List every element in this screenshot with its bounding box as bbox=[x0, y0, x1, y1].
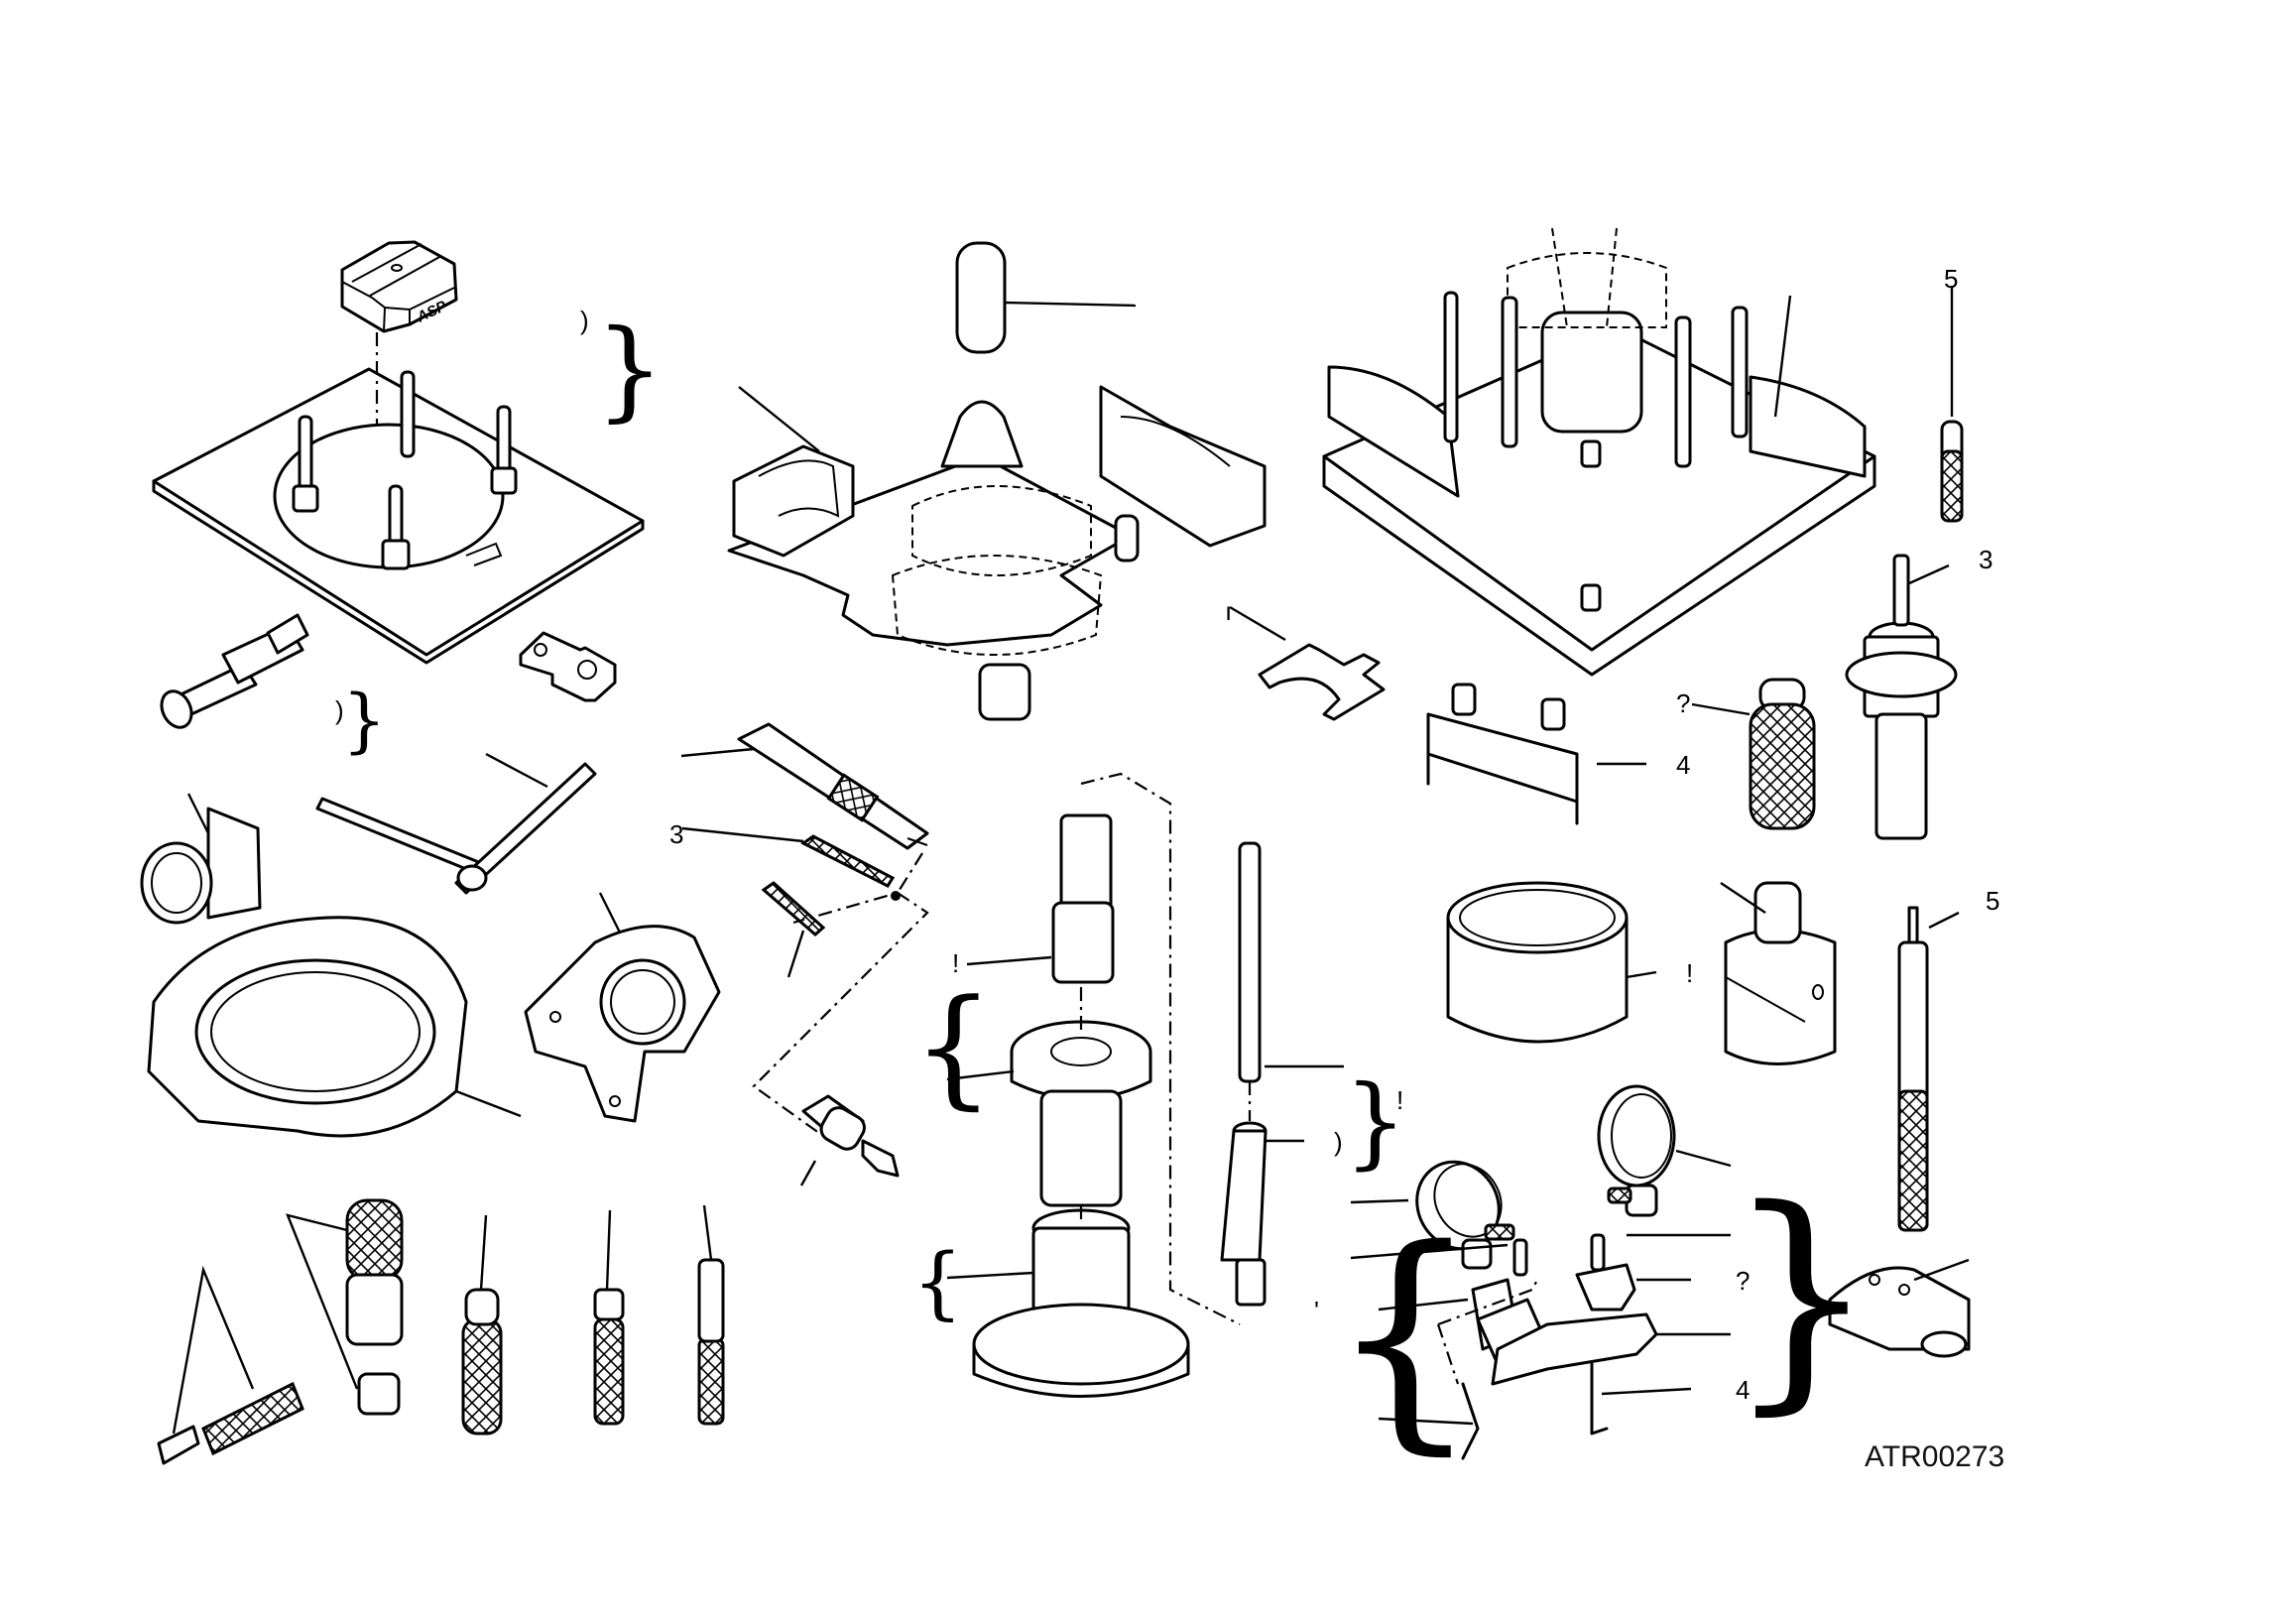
threaded-pin-lower bbox=[761, 881, 826, 936]
gauge-support-bar bbox=[1461, 1233, 1658, 1460]
callout-c14: ) bbox=[1334, 1127, 1343, 1157]
callout-c10: ! bbox=[1686, 958, 1693, 988]
callout-c1: ) bbox=[580, 306, 589, 335]
drawing-reference-code: ATR00273 bbox=[1865, 1440, 2005, 1473]
brace-gauge-right: } bbox=[1726, 1158, 1877, 1436]
callout-c7: 4 bbox=[1676, 750, 1690, 780]
piston-stop bbox=[1845, 554, 1958, 840]
sprocket-holder-plate bbox=[524, 925, 721, 1123]
pin-punch bbox=[1897, 906, 1929, 1232]
bushing-driver-stack bbox=[972, 813, 1190, 1398]
crankcase-support-fixture bbox=[727, 241, 1267, 721]
callout-c16: ! bbox=[1396, 1085, 1403, 1115]
callout-c13: ' bbox=[1314, 1296, 1319, 1325]
u-fork-plate bbox=[1258, 643, 1386, 721]
asp-block: ASP bbox=[340, 240, 458, 333]
callout-c9: 5 bbox=[1944, 264, 1958, 294]
bolt-puller bbox=[1724, 881, 1837, 1065]
clutch-ring-holder bbox=[147, 916, 468, 1138]
dial-gauge-right bbox=[1597, 1084, 1676, 1217]
callout-c2: ) bbox=[335, 695, 344, 725]
camshaft-bracket bbox=[1426, 683, 1579, 825]
callout-c4: ı bbox=[1225, 596, 1232, 626]
dial-gauge-left bbox=[1415, 1160, 1515, 1270]
guide-rod bbox=[1238, 841, 1262, 1083]
socket-tool bbox=[140, 807, 262, 925]
brace-guide-rod: } bbox=[1344, 1063, 1407, 1180]
tapered-drift bbox=[1220, 1121, 1268, 1307]
base-plate bbox=[152, 367, 645, 665]
brace-gauge-left: { bbox=[1329, 1197, 1481, 1475]
threaded-pin-small bbox=[1940, 420, 1964, 523]
t-handle-puller bbox=[801, 1094, 900, 1178]
callout-c6: ? bbox=[1676, 688, 1690, 718]
brace-adapter: } bbox=[342, 680, 387, 761]
index-plate bbox=[519, 631, 617, 702]
t-wrench bbox=[315, 762, 597, 895]
brace-driver-bottom: { bbox=[912, 1236, 963, 1328]
callout-c12: 4 bbox=[1736, 1375, 1750, 1405]
adapter-pin bbox=[160, 613, 309, 729]
callout-c5: 3 bbox=[1979, 545, 1993, 574]
rocker-tool bbox=[1828, 1266, 1971, 1358]
cup-ring bbox=[1446, 881, 1629, 1044]
callout-c8: 5 bbox=[1986, 886, 1999, 916]
threaded-pin-large bbox=[800, 834, 896, 888]
brace-driver-top: { bbox=[912, 971, 995, 1122]
knurled-drift-right bbox=[1749, 678, 1816, 830]
callout-c15: ! bbox=[952, 948, 959, 978]
brace-asp: } bbox=[595, 306, 665, 433]
callout-c3: 3 bbox=[669, 819, 683, 849]
timing-tool bbox=[737, 722, 929, 850]
knurled-drifts bbox=[157, 1198, 725, 1465]
crankcase-assembly-stand bbox=[1322, 227, 1876, 677]
callout-c11: ? bbox=[1736, 1266, 1750, 1296]
